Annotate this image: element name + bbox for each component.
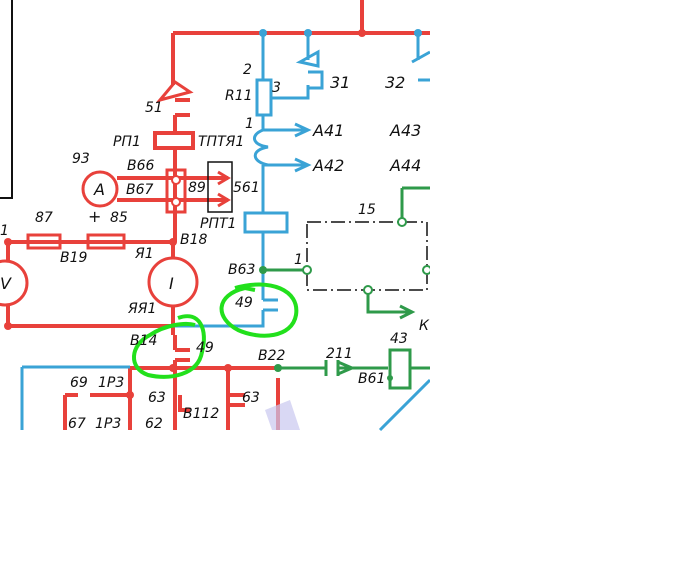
label-87: 87 (35, 210, 53, 226)
label-69: 69 (70, 375, 88, 391)
meter-a (81, 170, 119, 208)
label-32: 32 (385, 73, 405, 92)
label-67: 67 (68, 416, 86, 432)
meter-v (0, 259, 29, 307)
label-plus: + (88, 207, 101, 226)
label-k: К (419, 318, 430, 334)
highlight-circle-49-control (219, 282, 299, 338)
label-43: 43 (390, 331, 408, 347)
label-93: 93 (72, 151, 90, 167)
generator-i (147, 256, 199, 308)
label-rp1: РП1 (113, 134, 141, 150)
label-b112: В112 (183, 406, 219, 422)
label-b66: В66 (127, 158, 155, 174)
terminal-nodes (302, 217, 432, 295)
label-a44: А44 (389, 156, 421, 175)
meter-a-label: A (93, 180, 105, 199)
highlight-circle-49-power (132, 314, 206, 379)
blank-area-right (430, 0, 695, 562)
label-yya1: ЯЯ1 (127, 301, 156, 317)
label-85: 85 (110, 210, 128, 226)
label-1-left: 1 (0, 223, 9, 239)
label-49-power: 49 (196, 340, 214, 356)
label-49-control: 49 (235, 295, 253, 311)
label-62: 62 (145, 416, 163, 432)
label-15: 15 (358, 202, 376, 218)
label-b18: В18 (180, 232, 208, 248)
labels: 51 РП1 ТПТЯ1 93 В66 В67 A 89 561 87 + 85… (0, 62, 430, 432)
signal-nodes (259, 266, 393, 381)
label-31: 31 (330, 73, 350, 92)
label-561: 561 (233, 180, 260, 196)
label-63-a: 63 (148, 390, 166, 406)
signal-circuit (263, 186, 430, 390)
label-1r3: 1Р3 (98, 375, 124, 391)
label-a42: А42 (312, 156, 344, 175)
label-pin-3: 3 (272, 80, 281, 96)
label-ya1: Я1 (134, 246, 154, 262)
dash-dot-block (306, 221, 428, 291)
power-nodes (4, 29, 366, 399)
label-b22: В22 (258, 348, 286, 364)
faint-marker (265, 400, 300, 430)
label-b14: В14 (130, 333, 157, 349)
label-r11: R11 (225, 88, 253, 104)
control-nodes (259, 29, 422, 37)
dashed-relay-box (207, 161, 233, 213)
meter-v-label: V (0, 274, 12, 293)
blank-area-bottom (0, 434, 430, 562)
label-pin-2: 2 (243, 62, 252, 78)
label-tptya1: ТПТЯ1 (198, 134, 244, 150)
label-1-right: 1 (294, 252, 303, 268)
label-63-b: 63 (242, 390, 260, 406)
label-b19: В19 (60, 250, 88, 266)
label-211: 211 (326, 346, 353, 362)
label-1r3-b: 1Р3 (95, 416, 121, 432)
frame-line (0, 0, 13, 199)
label-a43: А43 (389, 121, 421, 140)
label-89: 89 (188, 180, 206, 196)
label-b63: В63 (228, 262, 255, 278)
highlight-annotations (132, 282, 299, 379)
label-rpt1: РПТ1 (200, 216, 236, 232)
generator-label: I (169, 274, 174, 293)
label-b61: В61 (358, 371, 385, 387)
label-b67: В67 (126, 182, 154, 198)
aux-contact-box (171, 175, 181, 207)
label-51: 51 (145, 100, 163, 116)
label-a41: А41 (312, 121, 344, 140)
label-pin-1: 1 (245, 116, 254, 132)
